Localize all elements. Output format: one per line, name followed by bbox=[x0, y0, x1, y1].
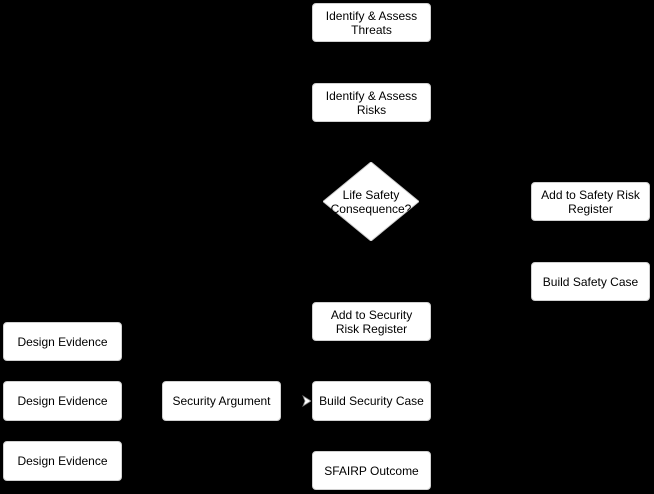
design-evidence-node-2: Design Evidence bbox=[3, 381, 122, 421]
design-evidence-node-3: Design Evidence bbox=[3, 441, 122, 481]
security-argument-node: Security Argument bbox=[162, 381, 281, 421]
build-safety-case-node: Build Safety Case bbox=[531, 262, 650, 301]
sfairp-outcome-node: SFAIRP Outcome bbox=[312, 451, 431, 490]
design-evidence-node-1: Design Evidence bbox=[3, 322, 122, 361]
life-safety-decision-node: Life Safety Consequence? bbox=[323, 162, 419, 241]
connector-arrowhead-icon bbox=[301, 394, 312, 407]
identify-threats-node: Identify & Assess Threats bbox=[312, 3, 431, 42]
decision-label: Life Safety Consequence? bbox=[330, 187, 412, 216]
safety-risk-register-node: Add to Safety Risk Register bbox=[531, 182, 650, 221]
identify-risks-node: Identify & Assess Risks bbox=[312, 83, 431, 122]
security-risk-register-node: Add to Security Risk Register bbox=[312, 302, 431, 341]
decision-diamond-shape bbox=[323, 162, 419, 241]
build-security-case-node: Build Security Case bbox=[312, 381, 431, 421]
